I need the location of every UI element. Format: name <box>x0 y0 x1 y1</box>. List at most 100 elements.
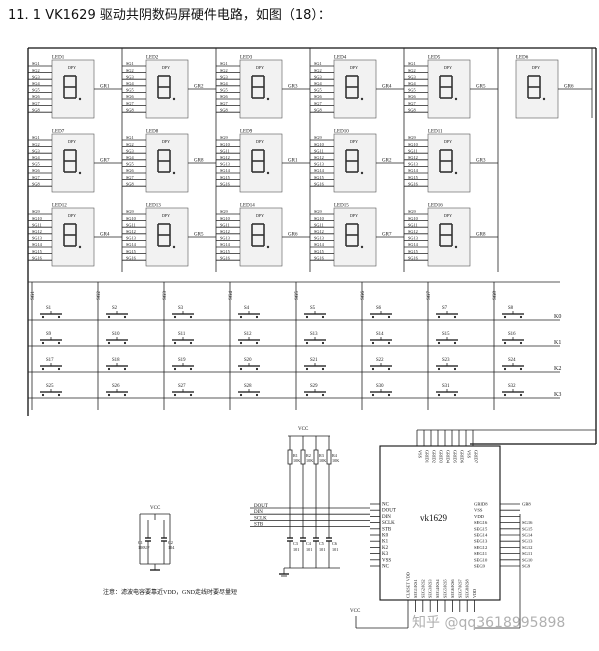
grid-label: GR6 <box>288 233 298 238</box>
segment-pin-label: SG10 <box>314 142 324 147</box>
led-digit: LED9DPYSG9SG10SG11SG12SG13SG14SG15SG16GR… <box>216 130 310 193</box>
cap-ref: C6 <box>332 541 337 546</box>
switch-label: S17 <box>46 358 54 363</box>
figure-heading: 11. 1 VK1629 驱动共阴数码屏硬件电路，如图（18）： <box>8 8 331 23</box>
segment-pin-label: SG10 <box>126 216 136 221</box>
resistor-body <box>313 449 319 465</box>
switch-contact <box>437 393 441 397</box>
key-line-label: K3 <box>554 392 561 398</box>
push-switch: S32 <box>502 384 524 397</box>
segment-pin-label: SG2 <box>32 142 40 147</box>
switch-contact <box>57 367 61 371</box>
switch-contact <box>173 341 177 345</box>
resistor-value: 10K <box>332 458 339 463</box>
cap-ref: C3 <box>293 541 298 546</box>
grid-label: GR4 <box>382 85 392 90</box>
led-digit: LED12DPYSG9SG10SG11SG12SG13SG14SG15SG16G… <box>28 204 122 267</box>
chip-pin-label: VSS <box>418 450 423 459</box>
segment-pin-label: SG1 <box>32 61 40 66</box>
switch-contact <box>305 367 309 371</box>
led-body <box>333 207 377 267</box>
segment-pin-label: SG3 <box>126 148 134 153</box>
switch-contact <box>519 341 523 345</box>
segment-pin-label: SG6 <box>408 94 416 99</box>
grid-label: GR8 <box>194 159 204 164</box>
segment-pin-label: SG5 <box>126 88 134 93</box>
segment-pin-label: SG13 <box>220 236 230 241</box>
switch-contact <box>255 367 259 371</box>
chip-pin-label: GRID1 <box>425 450 430 463</box>
segment-pin-label: SG8 <box>126 181 134 186</box>
switch-contact <box>503 393 507 397</box>
push-switch: S11 <box>172 332 194 345</box>
segment-pin-label: SG15 <box>408 249 418 254</box>
switch-contact <box>305 393 309 397</box>
led-dp-label: DPY <box>162 139 170 144</box>
switch-label: S30 <box>376 384 384 389</box>
segment-pin-label: SG9 <box>408 135 416 140</box>
segment-pin-label: SG10 <box>408 216 418 221</box>
switch-contact <box>41 315 45 319</box>
switch-label: S7 <box>442 306 448 311</box>
segment-pin-label: SG14 <box>220 168 231 173</box>
chip-pin-label: SEG15 <box>474 526 488 531</box>
led-body <box>427 59 471 119</box>
segment-dp <box>454 245 458 249</box>
segment-dp <box>78 245 82 249</box>
switch-contact <box>239 367 243 371</box>
chip-pin-label: GRID6 <box>460 450 465 464</box>
chip-body <box>379 445 501 601</box>
segment-pin-label: SG15 <box>408 175 418 180</box>
segment-pin-label: SG7 <box>314 101 322 106</box>
switch-contact <box>503 341 507 345</box>
segment-pin-label: SG2 <box>220 68 228 73</box>
chip-pin-label: K2 <box>382 546 389 551</box>
chip-net-label: SG14 <box>522 533 533 538</box>
switch-label: S6 <box>376 306 382 311</box>
segment-pin-label: SG2 <box>408 68 416 73</box>
segment-pin-label: SG11 <box>314 148 324 153</box>
segment-pin-label: SG16 <box>314 255 325 260</box>
push-switch: S29 <box>304 384 326 397</box>
segment-pin-label: SG16 <box>408 181 419 186</box>
switch-contact <box>123 315 127 319</box>
grid-label: GR2 <box>194 85 204 90</box>
grid-label: GR8 <box>476 233 486 238</box>
switch-contact <box>371 341 375 345</box>
segment-dp <box>266 171 270 175</box>
chip-pin-label: VSS <box>467 450 472 459</box>
resistor-body <box>287 449 293 465</box>
segment-pin-label: SG12 <box>220 155 230 160</box>
switch-contact <box>189 393 193 397</box>
segment-pin-label: SG3 <box>220 74 228 79</box>
segment-pin-label: SG2 <box>314 68 322 73</box>
segment-pin-label: SG13 <box>408 236 418 241</box>
segment-pin-label: SG10 <box>314 216 324 221</box>
segment-pin-label: SG11 <box>220 222 230 227</box>
segment-pin-label: SG9 <box>220 209 228 214</box>
switch-label: S14 <box>376 332 384 337</box>
switch-contact <box>173 367 177 371</box>
vcc-label: VCC <box>298 427 309 432</box>
segment-pin-label: SG9 <box>220 135 228 140</box>
push-switch: S31 <box>436 384 458 397</box>
led-dp-label: DPY <box>162 213 170 218</box>
switch-contact <box>173 393 177 397</box>
segment-pin-label: SG11 <box>126 222 136 227</box>
segment-dp <box>78 97 82 101</box>
chip-pin-label: NC <box>382 565 390 570</box>
segment-pin-label: SG9 <box>314 135 322 140</box>
watermark: 知乎 @qq3618995898 <box>412 615 566 631</box>
segment-pin-label: SG12 <box>408 155 418 160</box>
switch-contact <box>239 315 243 319</box>
grid-label: GR2 <box>382 159 392 164</box>
segment-pin-label: SG6 <box>32 94 40 99</box>
segment-pin-label: SG3 <box>126 74 134 79</box>
grid-label: GR1 <box>100 85 110 90</box>
switch-label: S16 <box>508 332 516 337</box>
chip-pin-label: SEG7/KS7 <box>457 579 462 598</box>
led-body <box>145 59 189 119</box>
segment-dp <box>542 97 546 101</box>
